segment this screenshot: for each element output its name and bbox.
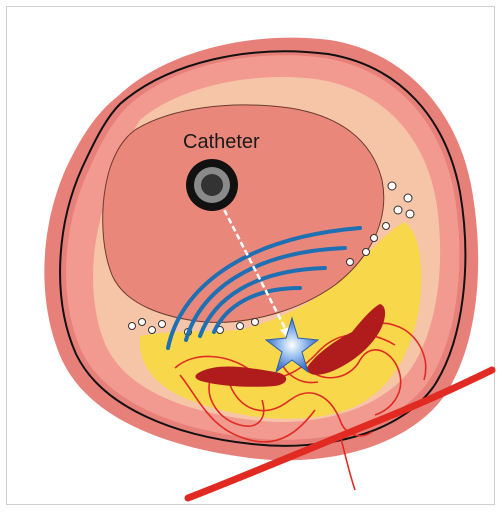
calcium-spot-icon [129, 323, 136, 330]
calcium-spot-icon [388, 182, 396, 190]
calcium-spot-icon [149, 327, 156, 334]
calcium-spot-icon [139, 319, 146, 326]
calcium-spot-icon [394, 206, 402, 214]
calcium-spot-icon [383, 223, 390, 230]
calcium-spot-icon [363, 249, 370, 256]
calcium-spot-icon [252, 319, 259, 326]
catheter-icon [186, 159, 238, 211]
calcium-spot-icon [347, 259, 354, 266]
catheter-label: Catheter [183, 131, 260, 153]
calcium-spot-icon [371, 235, 378, 242]
calcium-spot-icon [159, 321, 166, 328]
calcium-spot-icon [406, 210, 414, 218]
calcium-spot-icon [404, 194, 412, 202]
calcium-spot-icon [237, 323, 244, 330]
